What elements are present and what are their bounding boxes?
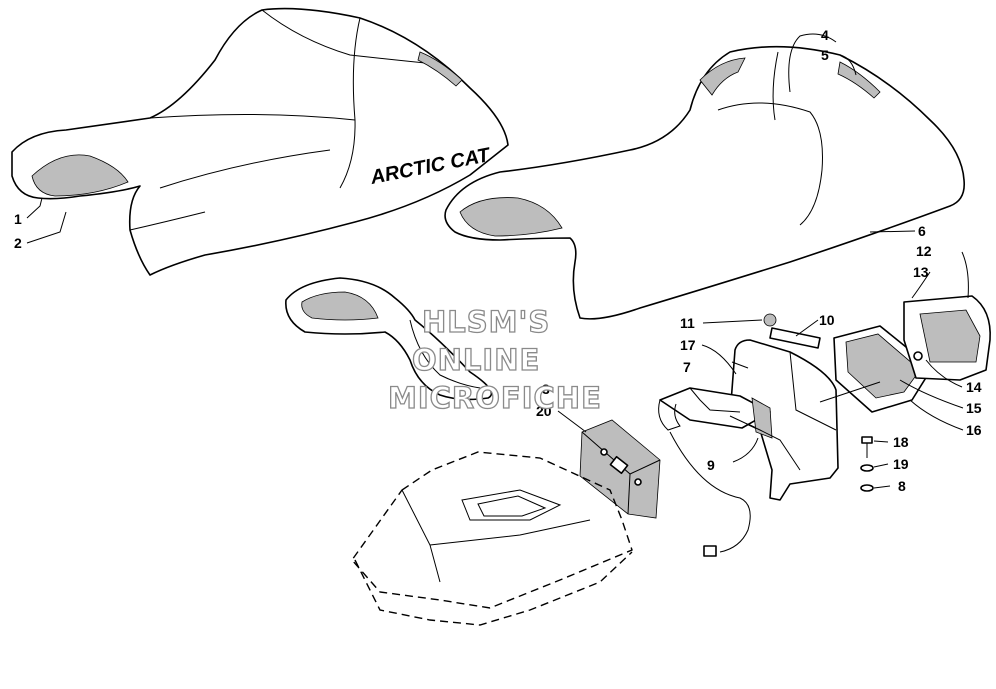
callout-18: 18 xyxy=(893,434,909,450)
watermark-line-1: HLSM'S xyxy=(422,305,550,339)
foam-block xyxy=(579,419,661,519)
callout-15: 15 xyxy=(966,400,982,416)
seat-cover xyxy=(444,45,966,320)
callout-labels: 1 2 3 4 5 6 7 8 9 10 11 12 13 14 15 16 1… xyxy=(14,27,982,494)
callout-16: 16 xyxy=(966,422,982,438)
fasteners xyxy=(860,436,874,492)
callout-14: 14 xyxy=(966,379,982,395)
seat-assembly-left: ARCTIC CAT xyxy=(11,7,509,276)
callout-10: 10 xyxy=(819,312,835,328)
watermark-line-2: ONLINE xyxy=(412,343,540,377)
taillight-housing xyxy=(819,295,991,413)
callout-6: 6 xyxy=(918,223,926,239)
callout-8: 8 xyxy=(898,478,906,494)
seat-base xyxy=(351,451,633,626)
seat-pad xyxy=(285,277,493,401)
taillight-bracket xyxy=(658,313,839,557)
callout-11: 11 xyxy=(680,315,695,331)
bolt-head xyxy=(861,436,873,444)
leader-lines xyxy=(26,33,969,489)
grommet xyxy=(763,313,777,327)
callout-7: 7 xyxy=(683,359,691,375)
callout-20: 20 xyxy=(536,403,552,419)
callout-3: 3 xyxy=(542,381,550,397)
callout-12: 12 xyxy=(916,243,932,259)
callout-2: 2 xyxy=(14,235,22,251)
callout-17: 17 xyxy=(680,337,696,353)
washer xyxy=(860,464,874,472)
callout-1: 1 xyxy=(14,211,22,227)
watermark: HLSM'S ONLINE MICROFICHE xyxy=(387,304,602,415)
callout-4: 4 xyxy=(821,27,829,43)
nut xyxy=(860,484,874,492)
callout-13: 13 xyxy=(913,264,929,280)
callout-5: 5 xyxy=(821,47,829,63)
watermark-line-3: MICROFICHE xyxy=(388,381,602,415)
callout-9: 9 xyxy=(707,457,715,473)
callout-19: 19 xyxy=(893,456,909,472)
